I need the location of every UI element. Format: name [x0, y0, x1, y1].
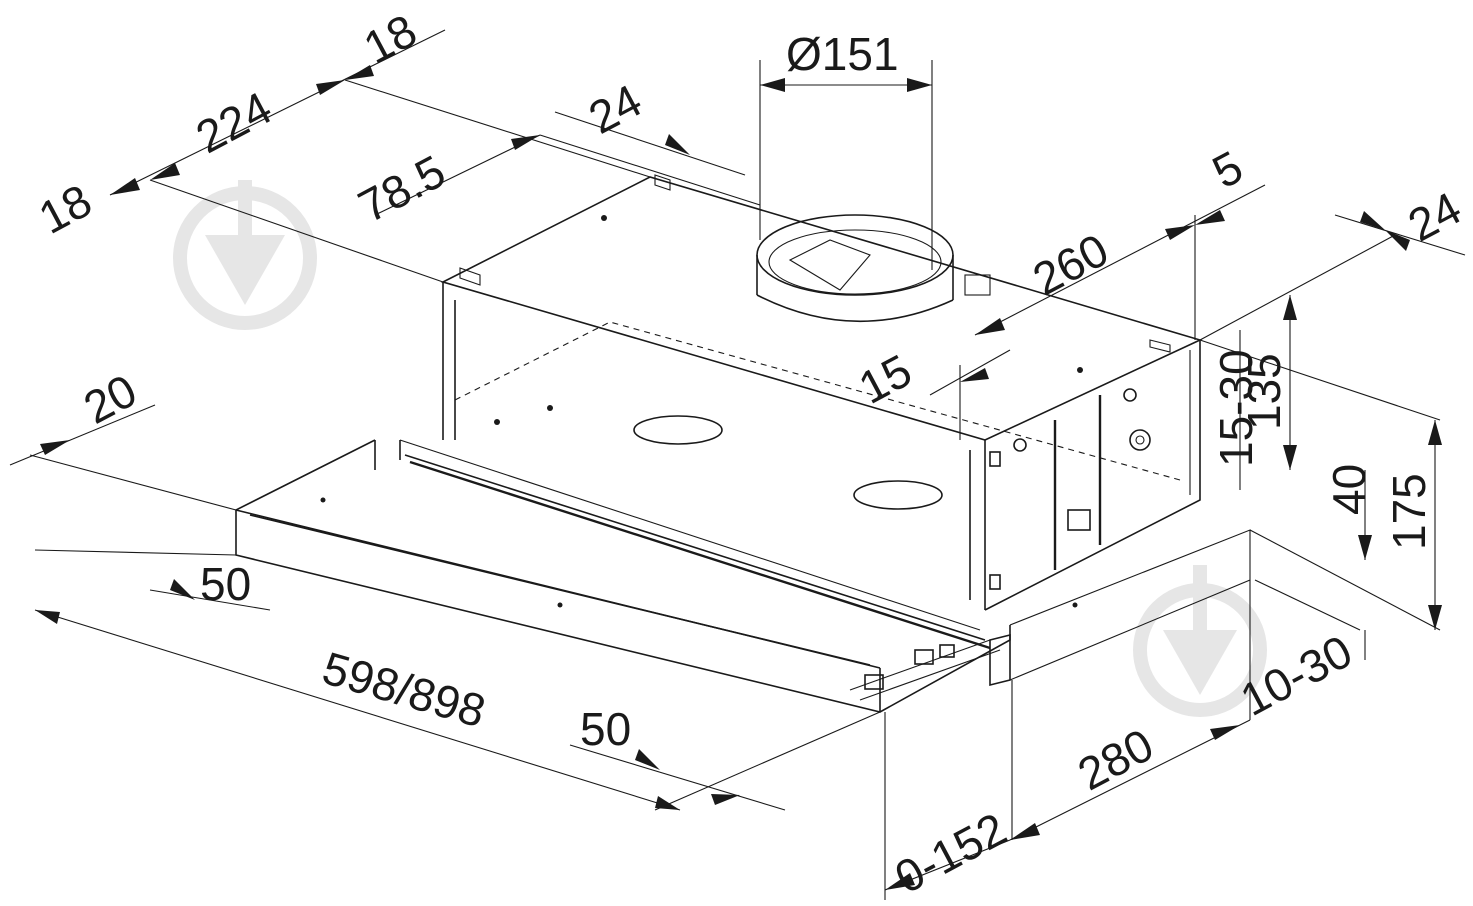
dim-front-adjust: 10-30	[1232, 625, 1360, 726]
dim-right-inset: 50	[580, 703, 631, 755]
dimension-lines	[9, 29, 1466, 900]
watermark-logo-icon	[173, 180, 317, 330]
dim-depth: 280	[1069, 718, 1161, 800]
duct-collar	[756, 214, 991, 323]
dim-rear-width: 224	[188, 81, 280, 163]
dim-body-height: 135	[1238, 353, 1290, 430]
dim-rear-offset-top: 18	[355, 4, 425, 74]
dim-total-width: 598/898	[317, 641, 491, 737]
dim-adjust-height: 15-30	[1210, 349, 1262, 467]
dim-outlet-offset: 78.5	[350, 145, 453, 233]
dim-duct-diameter: Ø151	[786, 28, 899, 80]
drawer-panel	[235, 439, 1251, 713]
dim-side-gap: 5	[1204, 140, 1251, 198]
dim-extension: 0-152	[886, 802, 1014, 903]
watermark-logo-icon	[1133, 565, 1267, 717]
dim-side-offset: 24	[1400, 182, 1470, 252]
dim-outlet-to-side: 260	[1024, 223, 1116, 305]
dim-front-side-offset: 20	[75, 364, 145, 434]
dim-panel-height: 40	[1323, 464, 1375, 515]
dim-rear-offset-left: 18	[30, 174, 100, 244]
dim-left-inset: 50	[200, 558, 251, 610]
dim-total-height: 175	[1383, 473, 1435, 550]
dim-top-right-offset: 24	[580, 74, 650, 144]
hood-body	[440, 174, 1203, 611]
